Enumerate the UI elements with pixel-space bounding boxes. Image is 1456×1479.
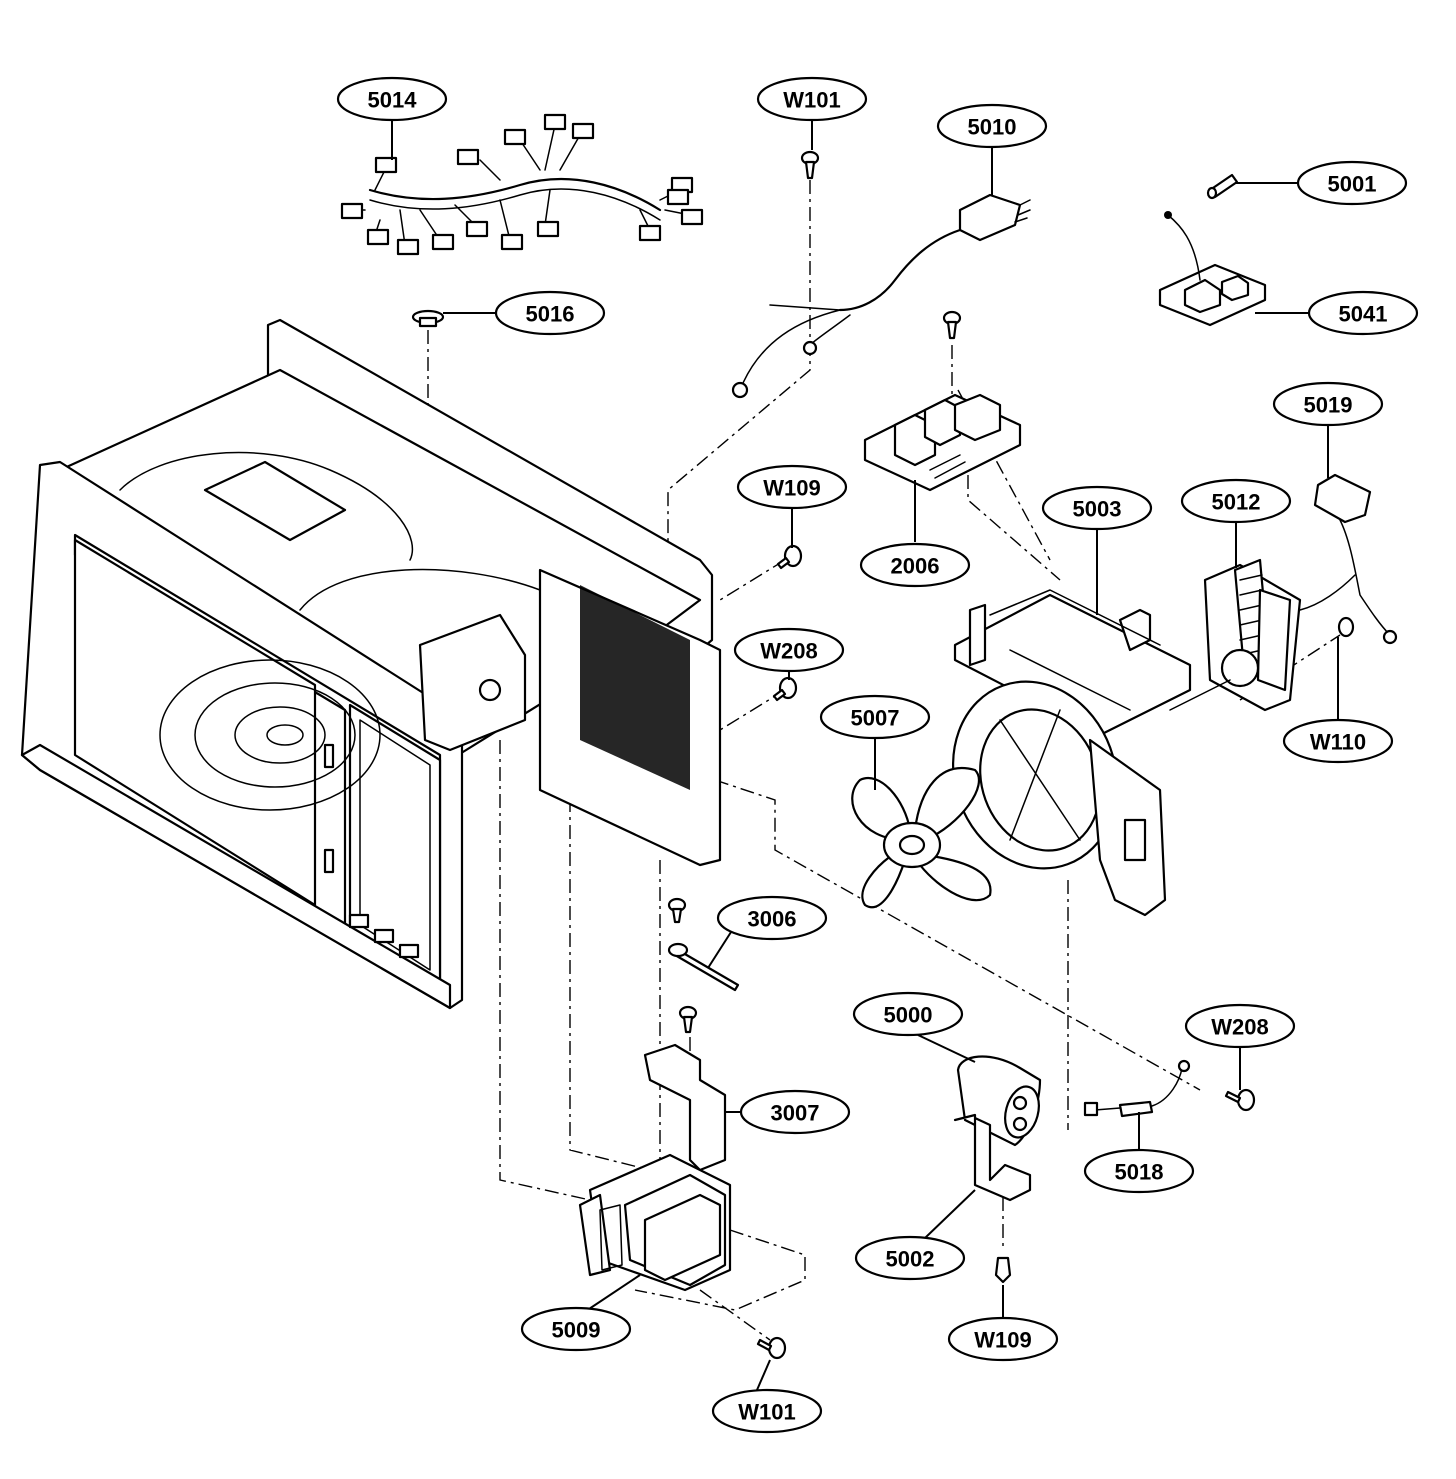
relay-board (863, 393, 1022, 492)
svg-text:W109: W109 (763, 476, 820, 501)
label-5010: 5010 (936, 103, 1048, 149)
svg-text:5019: 5019 (1304, 393, 1353, 418)
thermostat (411, 309, 445, 328)
label-5009: 5009 (520, 1306, 632, 1352)
svg-text:5014: 5014 (368, 88, 418, 113)
screw-w208-top (772, 676, 798, 702)
screw-3006 (667, 897, 687, 924)
fuse (1206, 173, 1239, 200)
label-5000: 5000 (852, 991, 964, 1037)
power-cord (731, 193, 1031, 399)
label-w208-top: W208 (733, 627, 845, 673)
screw-w101-top (800, 150, 820, 180)
svg-text:W208: W208 (1211, 1015, 1268, 1040)
svg-text:5018: 5018 (1115, 1160, 1164, 1185)
vent-grid (580, 585, 690, 790)
svg-text:5010: 5010 (968, 115, 1017, 140)
svg-text:5041: 5041 (1339, 302, 1388, 327)
svg-text:5002: 5002 (886, 1247, 935, 1272)
label-w208-bottom: W208 (1184, 1003, 1296, 1049)
screw-w208-bottom (1224, 1088, 1256, 1112)
label-w109-top: W109 (736, 464, 848, 510)
svg-text:2006: 2006 (891, 554, 940, 579)
label-5016: 5016 (494, 290, 606, 336)
screws (667, 150, 1355, 1360)
svg-text:W101: W101 (783, 88, 840, 113)
label-5014: 5014 (336, 76, 448, 122)
wire-harness (340, 113, 704, 256)
label-3007: 3007 (739, 1089, 851, 1135)
diode (1083, 1059, 1191, 1118)
label-2006: 2006 (859, 542, 971, 588)
label-w109-bottom: W109 (947, 1316, 1059, 1362)
screw-w109-bottom (994, 1256, 1012, 1284)
svg-text:W208: W208 (760, 639, 817, 664)
label-5019: 5019 (1272, 381, 1384, 427)
svg-text:5003: 5003 (1073, 497, 1122, 522)
label-5002: 5002 (854, 1235, 966, 1281)
fan-motor (1169, 558, 1302, 712)
microwave-cavity (20, 318, 722, 1010)
svg-text:5001: 5001 (1328, 172, 1377, 197)
label-w110: W110 (1282, 718, 1394, 764)
label-5041: 5041 (1307, 290, 1419, 336)
screw-w109-top (776, 544, 803, 570)
label-5003: 5003 (1041, 485, 1153, 531)
label-w101-bottom: W101 (711, 1388, 823, 1434)
svg-text:5009: 5009 (552, 1318, 601, 1343)
label-5012: 5012 (1180, 478, 1292, 524)
svg-text:W109: W109 (974, 1328, 1031, 1353)
fan-motor-assembly (851, 680, 1167, 917)
screw-3007 (678, 1005, 698, 1034)
screw-w101-bottom (756, 1336, 787, 1360)
svg-text:5000: 5000 (884, 1003, 933, 1028)
label-w101-top: W101 (756, 76, 868, 122)
svg-text:3006: 3006 (748, 907, 797, 932)
svg-text:5007: 5007 (851, 706, 900, 731)
noise-filter-board (1158, 211, 1267, 327)
screw-w110 (1337, 616, 1355, 638)
svg-text:W110: W110 (1310, 730, 1366, 755)
svg-text:3007: 3007 (771, 1101, 820, 1126)
svg-text:5016: 5016 (526, 302, 575, 327)
label-3006: 3006 (716, 895, 828, 941)
label-5018: 5018 (1083, 1148, 1195, 1194)
label-5007: 5007 (819, 694, 931, 740)
fan-bracket (953, 589, 1192, 737)
capacitor-assembly (953, 1055, 1042, 1202)
svg-text:W101: W101 (738, 1400, 795, 1425)
part-labels: 5014 W101 5010 5001 5016 5041 5019 W109 … (336, 76, 1419, 1434)
sensor (1299, 473, 1398, 645)
magnetron-assembly (578, 942, 740, 1292)
label-5001: 5001 (1296, 160, 1408, 206)
svg-text:5012: 5012 (1212, 490, 1261, 515)
screw-5041 (942, 310, 962, 340)
